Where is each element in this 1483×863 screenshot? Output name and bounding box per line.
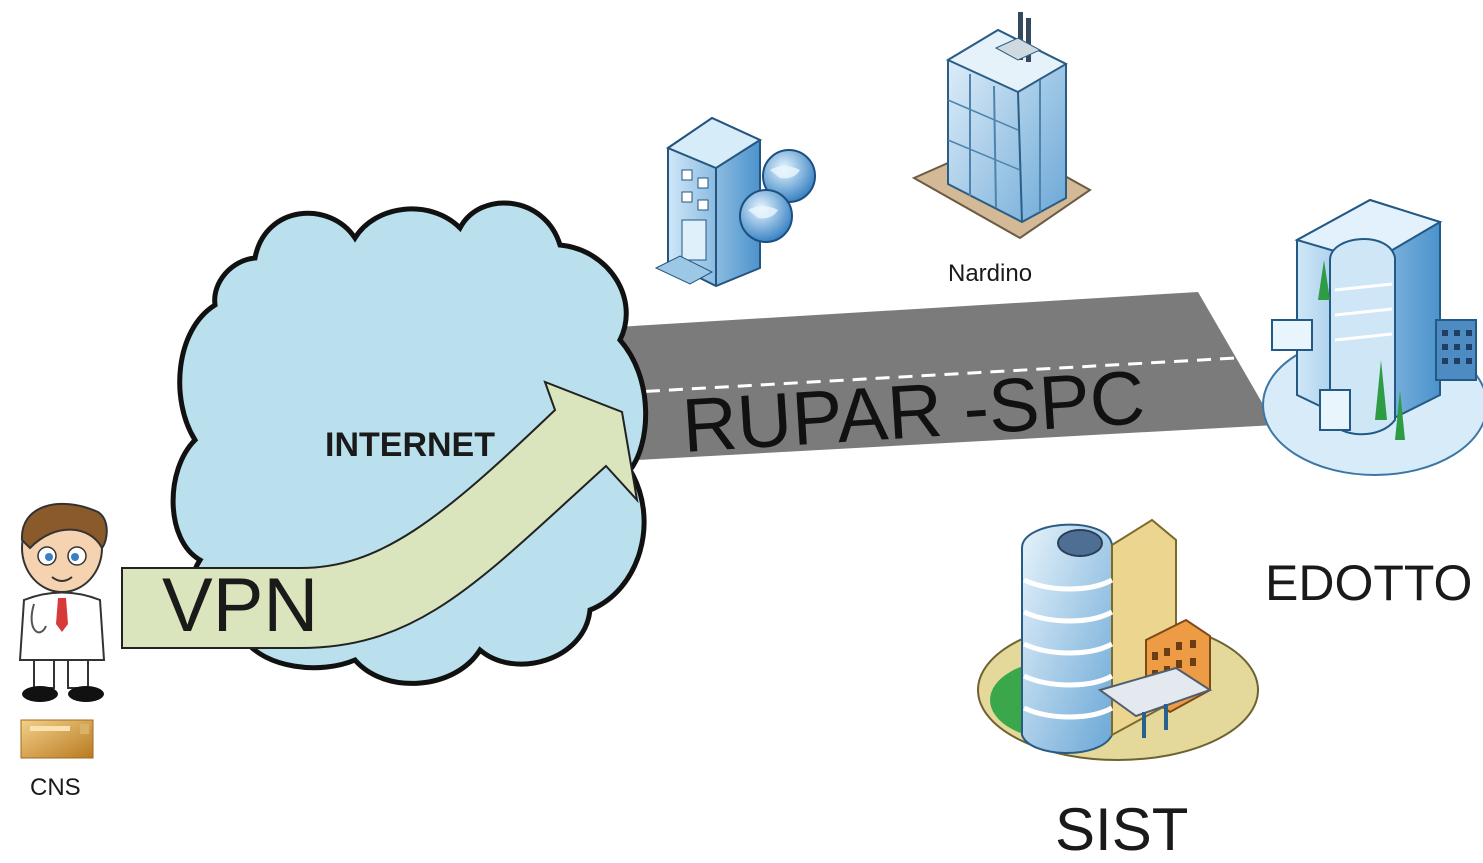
vpn-arrow: [121, 380, 639, 649]
edotto-label: EDOTTO: [1265, 555, 1473, 611]
round-tower-building-icon: [977, 518, 1259, 761]
internet-label: INTERNET: [325, 426, 495, 464]
vpn-label: VPN: [162, 563, 319, 648]
doctor-figure: [18, 503, 108, 702]
cns-label: CNS: [30, 774, 81, 801]
internet-cloud: [170, 200, 649, 686]
hospital-building-icon: [1262, 198, 1483, 476]
nardino-label: Nardino: [948, 260, 1033, 287]
rupar-road: RUPAR -SPC: [599, 292, 1275, 469]
server-building-icon: [654, 116, 816, 288]
cns-card-icon: [20, 719, 94, 759]
sist-label: SIST: [1055, 796, 1189, 863]
office-tower-icon: [911, 12, 1092, 240]
